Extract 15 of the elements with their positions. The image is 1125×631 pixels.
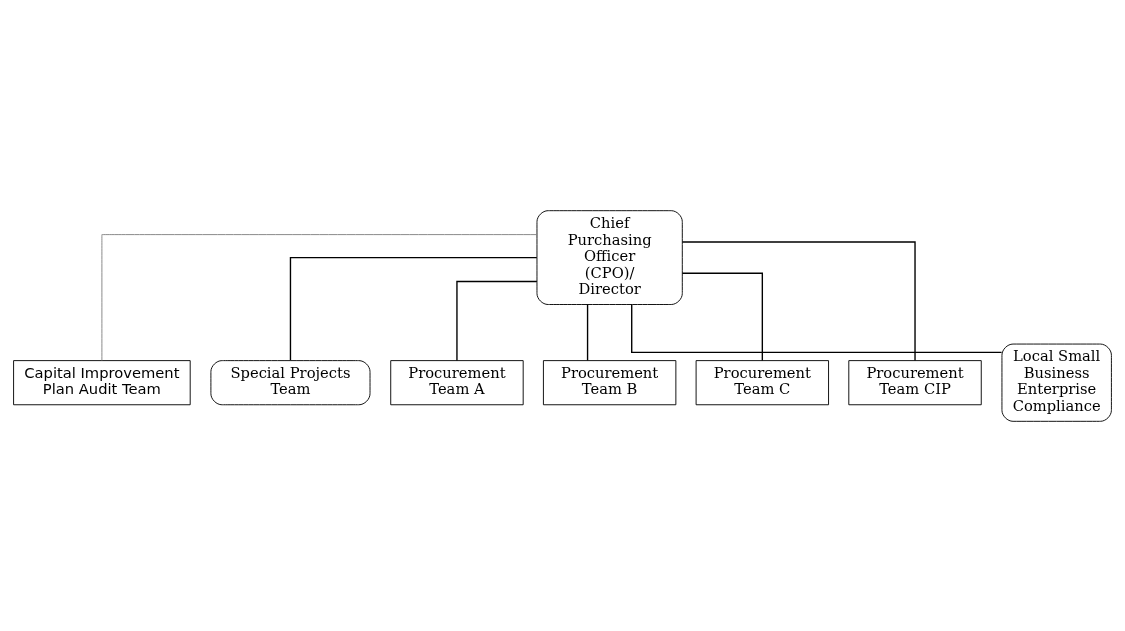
connector — [586, 303, 589, 361]
node-box: Procurement Team CIP — [848, 359, 982, 405]
connector — [289, 256, 538, 361]
connector — [456, 280, 538, 361]
connector — [631, 303, 1003, 353]
node-box: Procurement Team A — [390, 359, 524, 405]
node-box: Special Projects Team — [210, 359, 371, 405]
node-box: Capital Improvement Plan Audit Team — [13, 359, 191, 405]
node-box: Local Small Business Enterprise Compliance — [1001, 343, 1112, 422]
connector — [681, 240, 916, 361]
node-box: Chief Purchasing Officer (CPO)/ Director — [536, 209, 683, 305]
connector — [681, 272, 764, 361]
connector — [101, 233, 538, 361]
node-box: Procurement Team C — [695, 359, 829, 405]
node-box: Procurement Team B — [542, 359, 677, 405]
